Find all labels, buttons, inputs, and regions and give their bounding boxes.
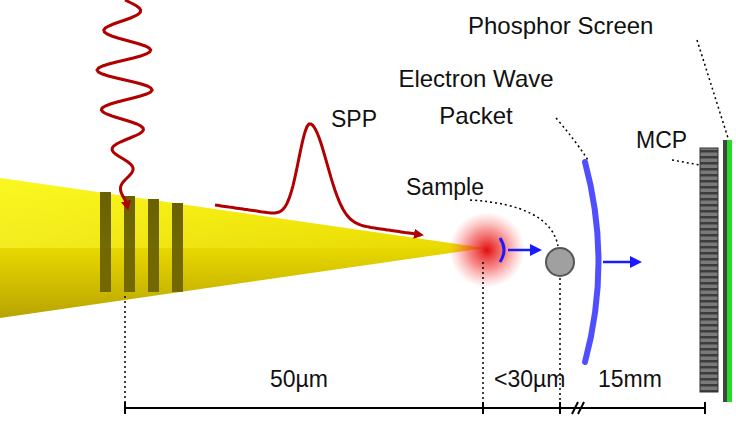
- wavefront: [585, 162, 599, 362]
- spp-pulse: [215, 124, 419, 235]
- sample-sphere: [546, 248, 574, 276]
- wave-packet-label: Electron Wave Packet: [368, 60, 584, 134]
- electron-arrow: [508, 249, 536, 252]
- leader-lines: [125, 40, 728, 402]
- dimension: <30µm: [494, 366, 565, 394]
- dimension: 50µm: [270, 366, 328, 394]
- mcp-plate: [700, 148, 718, 392]
- phosphor-screen: [727, 140, 732, 402]
- laser-pulse: [97, 0, 152, 206]
- grating: [100, 192, 183, 292]
- scale-bar: [125, 402, 705, 414]
- small-wavefront: [500, 238, 504, 262]
- screen-back: [723, 140, 727, 402]
- sample-label: Sample: [406, 174, 484, 202]
- screen-label: Phosphor Screen: [468, 12, 653, 41]
- mcp-label: MCP: [636, 127, 687, 155]
- dimension: 15mm: [598, 366, 662, 394]
- wave-arrow: [603, 261, 636, 264]
- spp-label: SPP: [331, 106, 377, 134]
